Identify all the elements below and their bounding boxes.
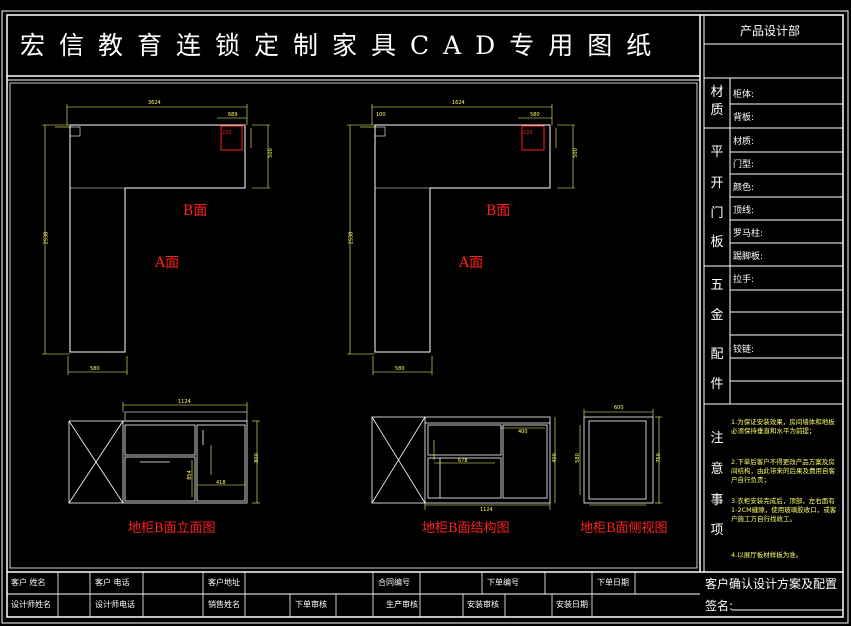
notes-title-4: 项 [710, 523, 724, 538]
side-dim-inner: 580 [574, 453, 581, 463]
right-dim-total-height: 2538 [348, 231, 355, 245]
footer-customer-name: 客户 姓名 [11, 578, 46, 587]
right-plan-face-b: B面 [486, 203, 511, 219]
front-dim-height: 800 [253, 453, 260, 463]
footer-order-review: 下单审核 [295, 600, 327, 609]
door-row-type: 门型: [733, 160, 755, 170]
customer-confirm-label: 客户确认设计方案及配置 [705, 577, 838, 591]
right-dim-depth: 500 [572, 148, 579, 158]
door-row-column: 罗马柱: [733, 229, 764, 239]
door-title-3: 门 [710, 206, 724, 221]
door-row-material: 材质: [733, 137, 755, 147]
footer-order-date: 下单日期 [597, 578, 629, 587]
department-label: 产品设计部 [740, 24, 801, 38]
side-dim-height: 750 [655, 453, 662, 463]
front-dim-drawer: 854 [186, 470, 193, 480]
front-dim-width: 1124 [178, 399, 191, 405]
left-plan-tag: 220 [222, 130, 232, 136]
left-plan-face-a: A面 [155, 255, 180, 271]
notes-title-3: 事 [710, 493, 724, 508]
hardware-title-2: 金 [710, 308, 724, 323]
notes-title-1: 注 [710, 431, 724, 446]
note-3: 3.衣柜安装完成后，顶部，左右面有1-2CM缝隙，使用玻璃胶收口，或客户施工方自… [731, 497, 837, 523]
door-row-topline: 顶线: [733, 206, 755, 216]
structure-dim-mid: 678 [458, 458, 468, 464]
footer-contract-no: 合同编号 [378, 578, 410, 587]
inner-frame [6, 14, 844, 618]
side-dim-depth: 600 [614, 405, 624, 411]
left-dim-total-width: 3624 [148, 100, 161, 106]
footer-install-review: 安装审核 [467, 600, 499, 609]
door-row-kickboard: 踢脚板: [733, 252, 764, 262]
hardware-title-4: 件 [710, 377, 724, 392]
left-dim-base: 580 [90, 366, 100, 372]
structure-dim-height: 400 [551, 453, 558, 463]
footer-sales-name: 销售姓名 [208, 600, 240, 609]
footer-designer-name: 设计师姓名 [11, 600, 51, 609]
left-dim-corner: 689 [228, 112, 238, 118]
structure-elevation [371, 416, 556, 510]
hardware-title-3: 配 [710, 347, 724, 362]
left-dim-depth: 500 [267, 148, 274, 158]
front-elevation [68, 402, 260, 504]
door-row-color: 颜色: [733, 183, 755, 193]
front-elevation-caption: 地柜B面立面图 [128, 521, 216, 536]
material-row-back: 背板: [733, 113, 755, 123]
notes-title-2: 意 [710, 462, 724, 477]
door-title-1: 平 [710, 145, 724, 160]
footer-customer-phone: 客户 电话 [95, 578, 130, 587]
side-elevation [579, 409, 662, 506]
right-plan-tag: 220 [523, 130, 533, 136]
left-plan-face-b: B面 [183, 203, 208, 219]
footer-production-review: 生产审核 [386, 600, 418, 609]
drawing-title: 宏信教育连锁定制家具CAD专用图纸 [20, 31, 666, 60]
hardware-title-1: 五 [710, 278, 724, 293]
signature-label: 签名: [705, 599, 734, 613]
material-title-1: 材 [710, 85, 724, 100]
door-title-4: 板 [710, 235, 724, 250]
right-dim-corner: 580 [530, 112, 540, 118]
door-title-2: 开 [710, 176, 724, 191]
outer-frame [1, 10, 849, 624]
side-elevation-caption: 地柜B面侧视图 [580, 521, 668, 536]
note-4: 4.以展厅板材样板为准。 [731, 551, 803, 559]
structure-dim-width: 1124 [480, 507, 493, 513]
structure-elevation-caption: 地柜B面结构图 [422, 521, 510, 536]
hardware-row-hinge: 铰链: [733, 345, 755, 355]
left-dim-total-height: 2538 [43, 231, 50, 245]
note-2: 2.下单后客户不得更改产品方案及房间结构，由此带来的后果及费用自客户自行负责； [731, 458, 835, 484]
structure-dim-upper: 400 [518, 429, 528, 435]
footer-designer-phone: 设计师电话 [95, 600, 135, 609]
material-title-2: 质 [710, 103, 724, 118]
material-row-cabinet: 柜体: [733, 90, 755, 100]
hardware-row-handle: 拉手: [733, 275, 755, 285]
right-dim-base: 580 [395, 366, 405, 372]
right-dim-total-width: 1624 [452, 100, 465, 106]
footer-order-no: 下单编号 [487, 578, 519, 587]
footer-customer-address: 客户地址 [208, 578, 240, 587]
left-plan [42, 104, 270, 375]
footer-install-date: 安装日期 [556, 600, 588, 609]
right-dim-offset: 100 [376, 112, 386, 118]
front-dim-shelf: 418 [216, 480, 226, 486]
right-plan-face-a: A面 [459, 255, 484, 271]
note-1: 1.为保证安装效果，房间墙体和地板必须保持垂直和水平为前提； [731, 418, 835, 435]
right-plan [347, 104, 575, 375]
